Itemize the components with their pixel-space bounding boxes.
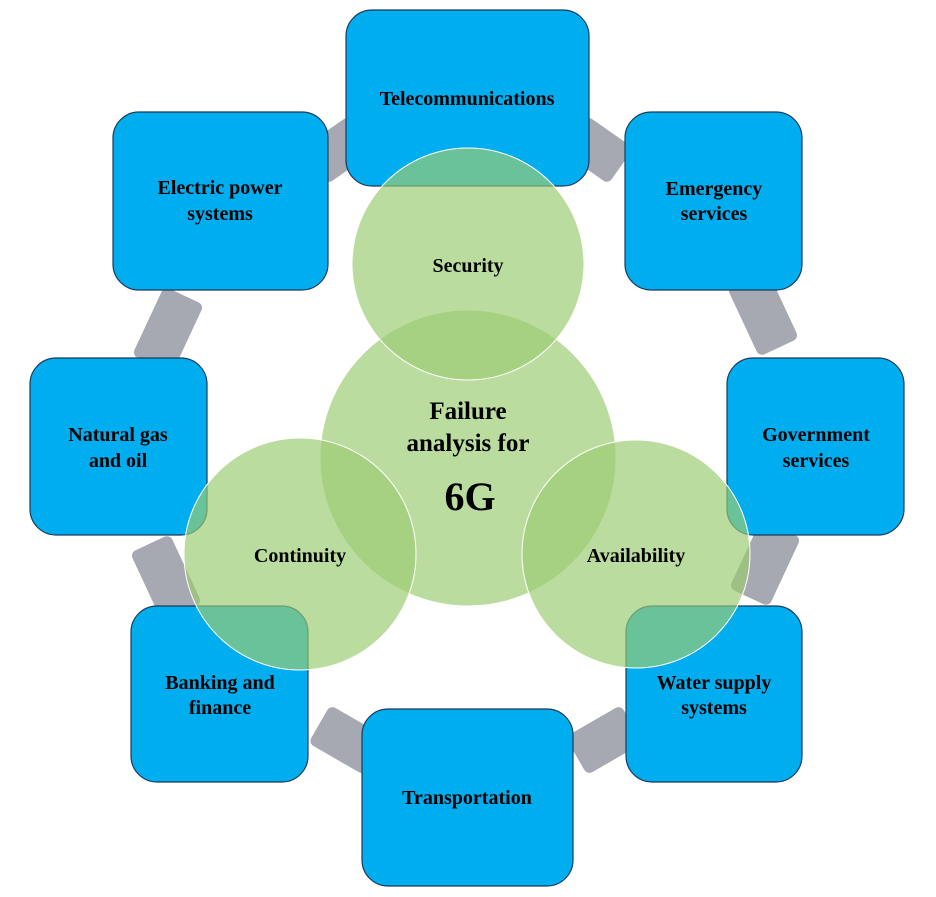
box-water-supply-systems-label-line2: systems xyxy=(681,697,747,719)
box-transportation: Transportation xyxy=(361,708,574,887)
connectors xyxy=(131,118,800,773)
circle-security xyxy=(351,147,585,381)
box-natural-gas-and-oil-label-line1: Natural gas xyxy=(68,424,168,446)
box-natural-gas-and-oil: Natural gas and oil xyxy=(29,357,208,536)
connector-banking-naturalgas xyxy=(131,536,201,620)
connector-water-transport xyxy=(567,707,641,773)
box-electric-power-systems-label-line1: Electric power xyxy=(158,177,283,199)
box-natural-gas-and-oil-label-line2: and oil xyxy=(89,450,148,472)
circle-continuity-label: Continuity xyxy=(254,545,346,567)
box-government-services: Government services xyxy=(726,357,905,536)
connector-government-water xyxy=(730,521,800,605)
venn-circles xyxy=(183,147,751,671)
boxes: Telecommunications Emergency services Go… xyxy=(29,9,905,887)
center-label-line2: analysis for xyxy=(407,430,530,457)
box-emergency-services: Emergency services xyxy=(624,111,803,291)
circle-security-label: Security xyxy=(432,255,503,277)
circle-availability-label: Availability xyxy=(587,545,686,567)
center-label-line1: Failure xyxy=(429,398,506,425)
connector-naturalgas-electric xyxy=(133,288,203,372)
box-banking-and-finance-label-line2: finance xyxy=(189,697,251,719)
circle-availability xyxy=(521,439,751,669)
box-transportation-label: Transportation xyxy=(402,787,532,809)
box-government-services-label-line2: services xyxy=(783,450,850,472)
box-electric-power-systems: Electric power systems xyxy=(112,111,329,291)
circle-continuity xyxy=(183,437,417,671)
connector-emergency-government xyxy=(728,271,798,355)
circle-labels: Security Continuity Availability Failure… xyxy=(254,255,685,567)
box-emergency-services-label-line2: services xyxy=(681,203,748,225)
box-emergency-services-label-line1: Emergency xyxy=(666,178,763,200)
box-water-supply-systems-label-line1: Water supply xyxy=(657,672,772,694)
box-telecommunications: Telecommunications xyxy=(345,9,590,187)
center-label-6g: 6G xyxy=(444,474,495,519)
box-electric-power-systems-label-line2: systems xyxy=(187,203,253,225)
box-banking-and-finance-label-line1: Banking and xyxy=(165,672,275,694)
box-government-services-label-line1: Government xyxy=(762,424,870,446)
box-telecommunications-label: Telecommunications xyxy=(380,88,555,110)
